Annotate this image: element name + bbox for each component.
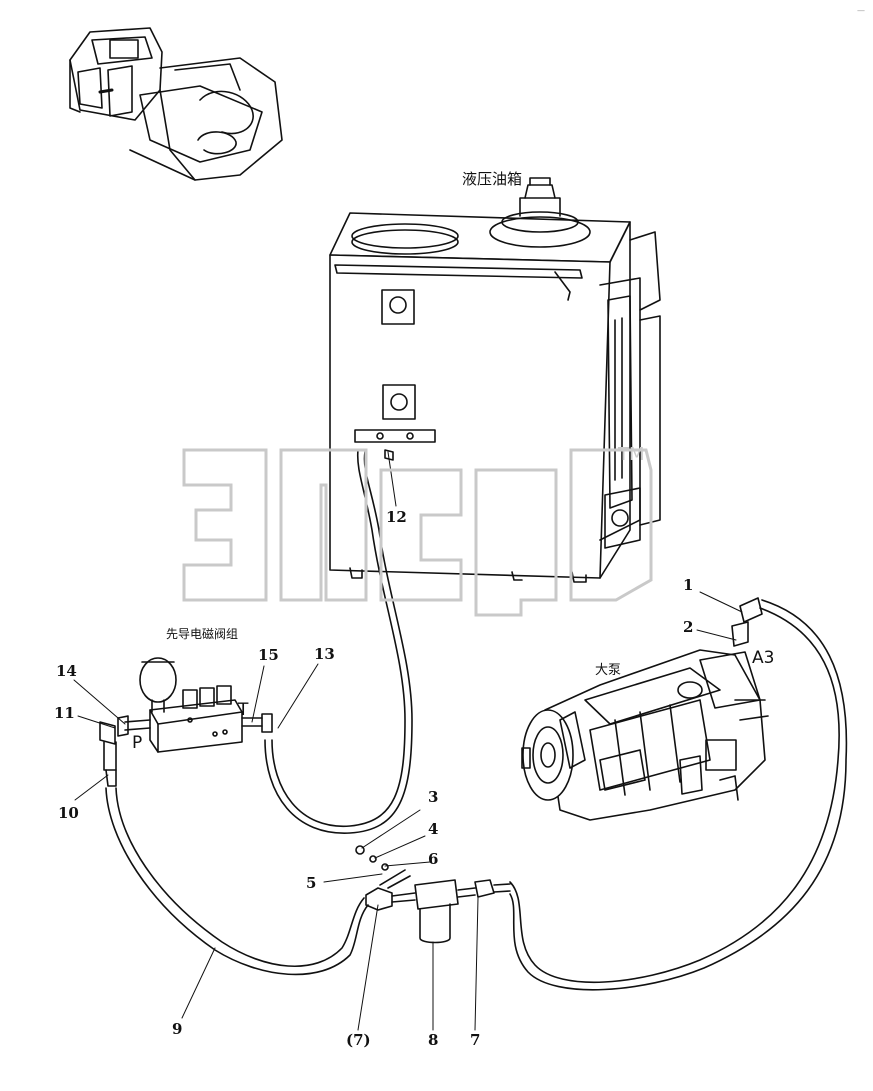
- filter-assembly: [355, 845, 511, 944]
- tank-title: 液压油箱: [462, 170, 523, 188]
- pilot-solenoid-valve-group: [99, 657, 273, 787]
- hose-filter-to-pump: [509, 597, 848, 991]
- callout-8: 8: [428, 1031, 439, 1049]
- callout-2: 2: [683, 618, 694, 636]
- callout-1: 1: [683, 576, 694, 594]
- callout-11: 11: [54, 704, 75, 722]
- callout-4: 4: [428, 820, 439, 838]
- callout-5: 5: [306, 874, 317, 892]
- callout-13: 13: [314, 645, 335, 663]
- callout-7: 7: [470, 1031, 481, 1049]
- hydraulic-tank: [329, 177, 661, 583]
- port-p-label: P: [132, 733, 143, 753]
- excavator-locator-sketch: [69, 27, 283, 181]
- callout-10: 10: [58, 804, 79, 822]
- hose-9: [105, 787, 369, 976]
- port-t-label: T: [238, 700, 249, 720]
- pump-title: 大泵: [595, 663, 622, 678]
- corner-mark: —: [857, 6, 865, 15]
- callout-6: 6: [428, 850, 439, 868]
- hose-tank-to-valve: [264, 449, 413, 834]
- callout-7-paren: (7): [346, 1031, 371, 1049]
- main-pump: [521, 649, 769, 821]
- callout-3: 3: [428, 788, 439, 806]
- callout-15: 15: [258, 646, 279, 664]
- callout-14: 14: [56, 662, 77, 680]
- valve-group-title: 先导电磁阀组: [166, 627, 239, 641]
- callout-12: 12: [386, 508, 407, 526]
- port-a3-label: A3: [752, 648, 775, 668]
- callout-9: 9: [172, 1020, 183, 1038]
